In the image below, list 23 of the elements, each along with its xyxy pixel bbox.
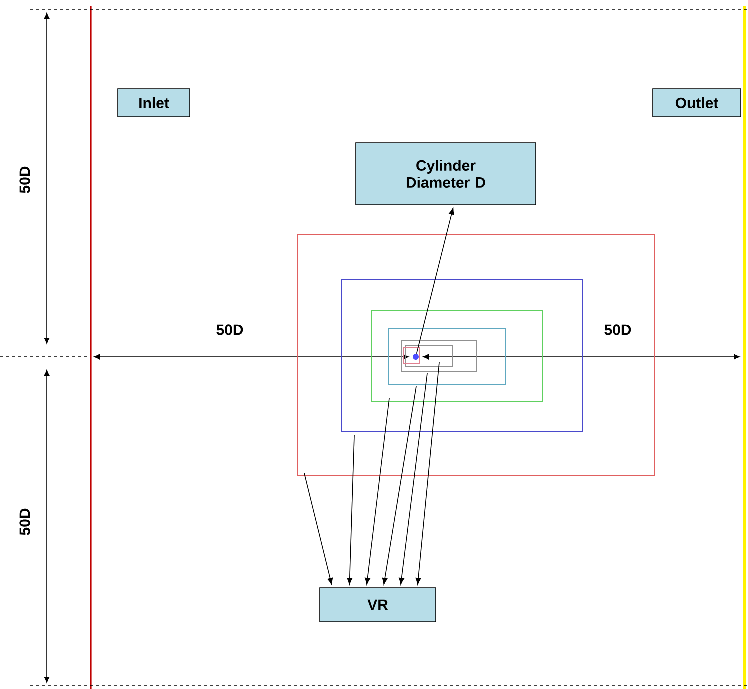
- refinement-region: [342, 280, 584, 432]
- label-box: Cylinder Diameter D: [356, 142, 536, 206]
- label-box: VR: [320, 588, 436, 622]
- leader-arrow: [416, 362, 440, 585]
- refinement-region: [406, 346, 454, 368]
- refinement-region: [404, 348, 420, 364]
- leader-arrow: [365, 398, 390, 585]
- label-box: Outlet: [652, 88, 742, 118]
- leader-arrow: [416, 208, 454, 354]
- leader-arrow: [382, 386, 417, 585]
- leader-arrow: [347, 435, 355, 585]
- refinement-region: [372, 310, 544, 402]
- refinement-region: [402, 340, 478, 372]
- dimension-label: 50D: [20, 166, 30, 194]
- refinement-region: [298, 234, 656, 476]
- dimension-label: 50D: [216, 324, 244, 336]
- refinement-region: [388, 328, 506, 386]
- leader-arrow: [399, 373, 428, 585]
- label-box: Inlet: [118, 88, 190, 118]
- dimension-label: 50D: [20, 508, 30, 536]
- cylinder: [413, 354, 419, 360]
- leader-arrow: [304, 473, 334, 585]
- dimension-label: 50D: [604, 324, 632, 336]
